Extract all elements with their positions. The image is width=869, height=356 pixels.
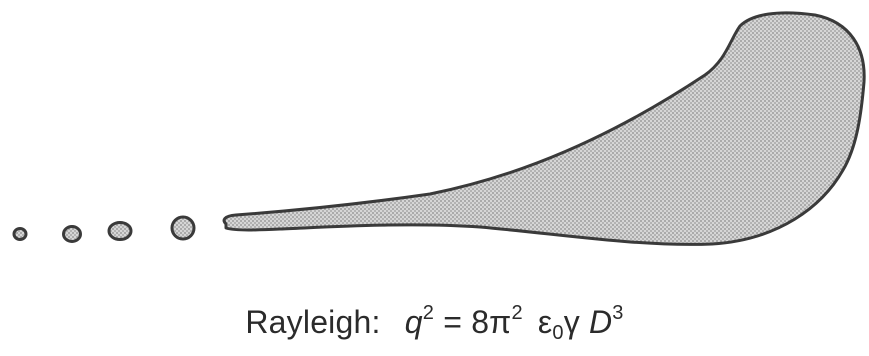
- droplet-1: [12, 227, 28, 241]
- droplet-4: [170, 215, 196, 241]
- droplet-3: [107, 221, 133, 241]
- symbol-D: D: [588, 304, 613, 340]
- jet-plume: [222, 11, 866, 246]
- droplet-2: [62, 225, 82, 243]
- exponent-q: 2: [422, 302, 435, 324]
- rayleigh-equation: Rayleigh: q2 = 8π2 ε0γ D3: [0, 302, 869, 344]
- exponent-D: 3: [612, 302, 624, 324]
- exponent-pi: 2: [511, 302, 523, 324]
- symbol-epsilon: ε: [537, 304, 553, 340]
- equation-prefix: Rayleigh:: [245, 304, 381, 340]
- symbol-gamma: γ: [563, 304, 580, 340]
- symbol-q: q: [404, 304, 423, 340]
- subscript-epsilon: 0: [552, 322, 564, 344]
- coefficient-8pi: 8π: [471, 304, 512, 340]
- equals-sign: =: [443, 304, 463, 340]
